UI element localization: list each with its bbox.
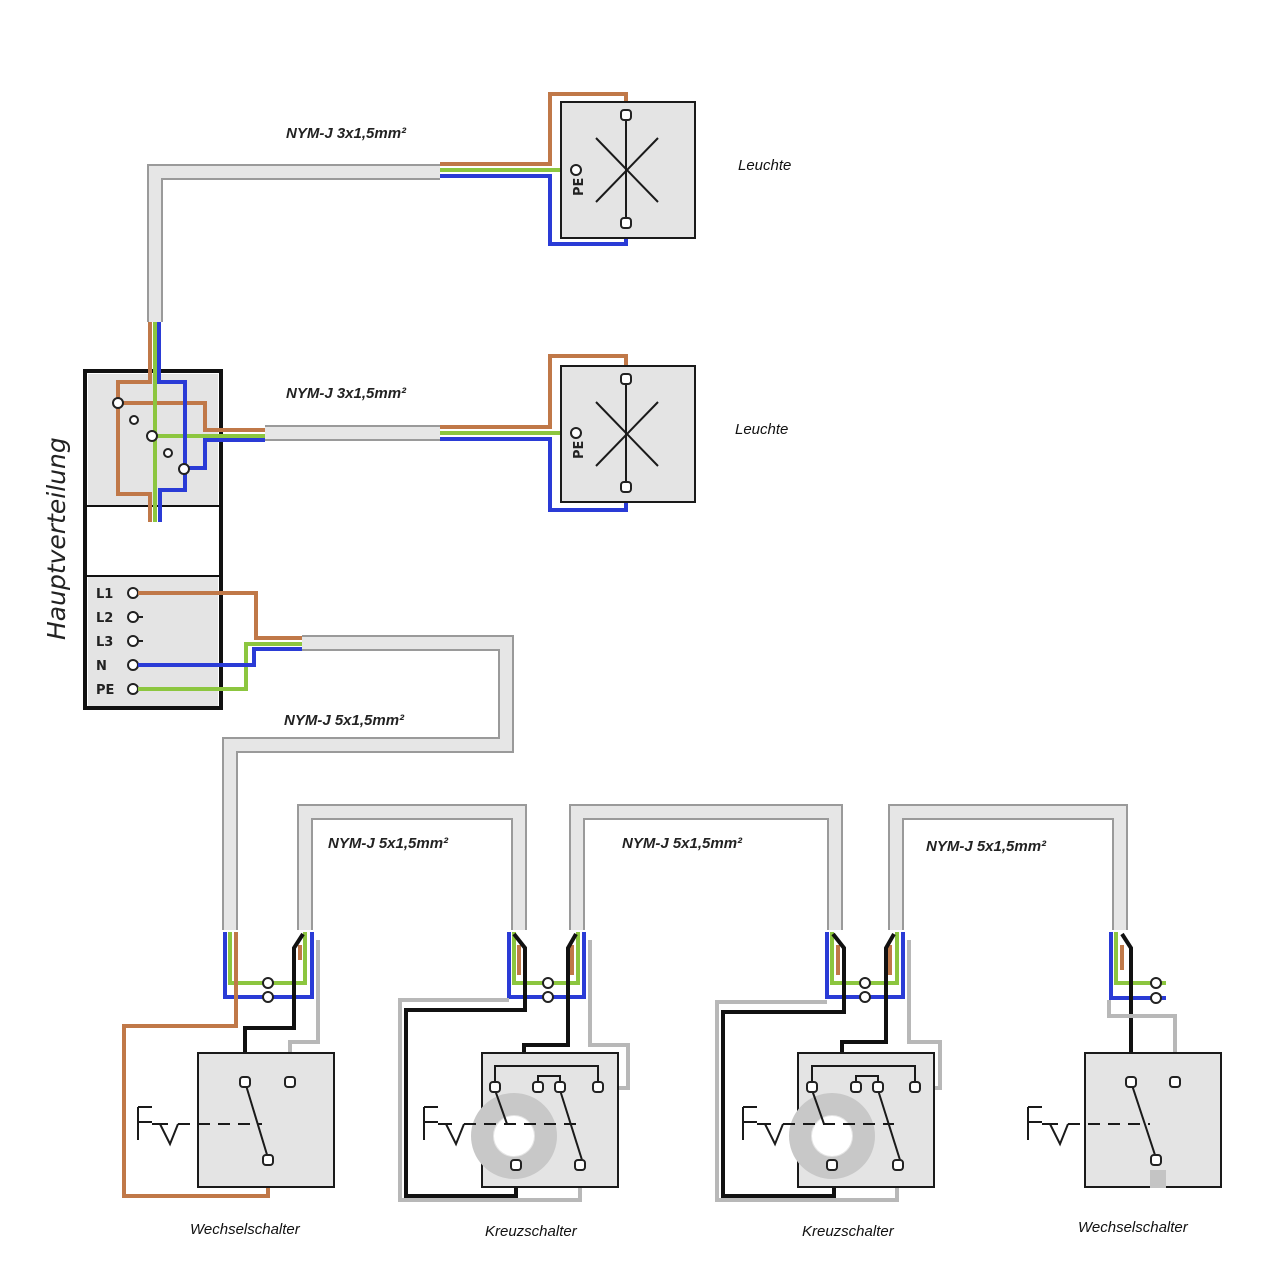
feed-cable [222, 635, 514, 930]
main-distribution-panel: L1 L2 L3 N PE [83, 322, 302, 710]
main-distribution-label: Hauptverteilung [42, 437, 71, 640]
light-fixture-2: PE [560, 365, 696, 503]
switch-2-wiring [398, 932, 630, 1202]
link-cable-3 [888, 804, 1128, 930]
switch-label-2: Kreuzschalter [485, 1223, 578, 1240]
switch-label-3: Kreuzschalter [802, 1223, 895, 1240]
link-cable-2 [569, 804, 843, 930]
link-cable-label-2: NYM-J 5x1,5mm² [622, 835, 743, 852]
link-cable-label-1: NYM-J 5x1,5mm² [328, 835, 449, 852]
light-fixture-1: PE [560, 101, 696, 239]
svg-text:L1: L1 [96, 587, 113, 602]
switch-two-way-1 [137, 1052, 335, 1188]
link-cable-1 [297, 804, 527, 930]
svg-text:L2: L2 [96, 611, 113, 626]
switch-actuator-icon [423, 1106, 465, 1147]
cable-label-light-2: NYM-J 3x1,5mm² [286, 385, 407, 402]
switch-intermediate-2 [742, 1052, 935, 1188]
svg-text:N: N [96, 659, 107, 674]
switch-actuator-icon [137, 1106, 179, 1147]
switch-3-wiring [715, 932, 942, 1202]
switch-two-way-2 [1027, 1052, 1222, 1188]
pe-label: PE [572, 441, 587, 459]
switch-label-1: Wechselschalter [190, 1221, 301, 1238]
cable-light-2 [265, 354, 628, 512]
terminal-L3: L3 [96, 635, 143, 650]
switch-4-wiring [1107, 932, 1177, 1080]
switch-intermediate-1 [423, 1052, 619, 1188]
cable-label-light-1: NYM-J 3x1,5mm² [286, 125, 407, 142]
cable-light-1 [147, 92, 628, 322]
svg-text:PE: PE [96, 683, 114, 698]
svg-text:L3: L3 [96, 635, 113, 650]
light-label-2: Leuchte [735, 421, 788, 438]
feed-cable-label: NYM-J 5x1,5mm² [284, 712, 405, 729]
pe-label: PE [572, 178, 587, 196]
link-cable-label-3: NYM-J 5x1,5mm² [926, 838, 1047, 855]
light-label-1: Leuchte [738, 157, 791, 174]
switch-actuator-icon [1027, 1106, 1069, 1147]
switch-actuator-icon [742, 1106, 784, 1147]
switch-label-4: Wechselschalter [1078, 1219, 1189, 1236]
terminal-L2: L2 [96, 611, 143, 626]
